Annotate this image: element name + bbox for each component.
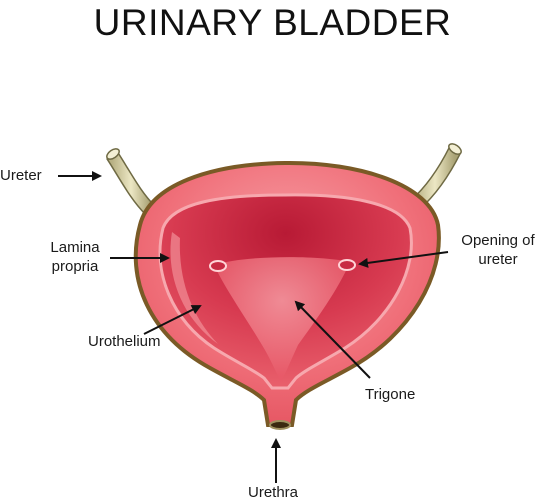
urethra-opening — [269, 420, 291, 430]
label-trigone: Trigone — [365, 386, 416, 403]
right-ureter-opening — [338, 259, 356, 271]
left-ureter-tube — [106, 148, 156, 215]
label-lamina-line2: propria — [51, 258, 99, 275]
urothelium-arrow — [143, 305, 202, 335]
label-lamina-line1: Lamina — [50, 239, 100, 256]
trigone-arrow — [294, 300, 371, 379]
trigone-region — [214, 257, 350, 382]
label-ureter: Ureter — [0, 167, 42, 184]
label-opening-line1: Opening of — [461, 232, 535, 249]
opening-of-ureter-arrow — [358, 251, 449, 268]
lamina-propria-band — [170, 232, 218, 344]
label-urothelium: Urothelium — [88, 333, 161, 350]
left-ureter-opening — [209, 260, 227, 272]
right-ureter-tube — [410, 143, 462, 211]
label-opening-line2: ureter — [478, 251, 518, 268]
label-urethra: Urethra — [248, 484, 299, 501]
label-opening-of-ureter: Opening of ureter — [448, 231, 545, 269]
diagram-title: URINARY BLADDER — [93, 2, 452, 43]
label-lamina-propria: Lamina propria — [40, 238, 110, 276]
